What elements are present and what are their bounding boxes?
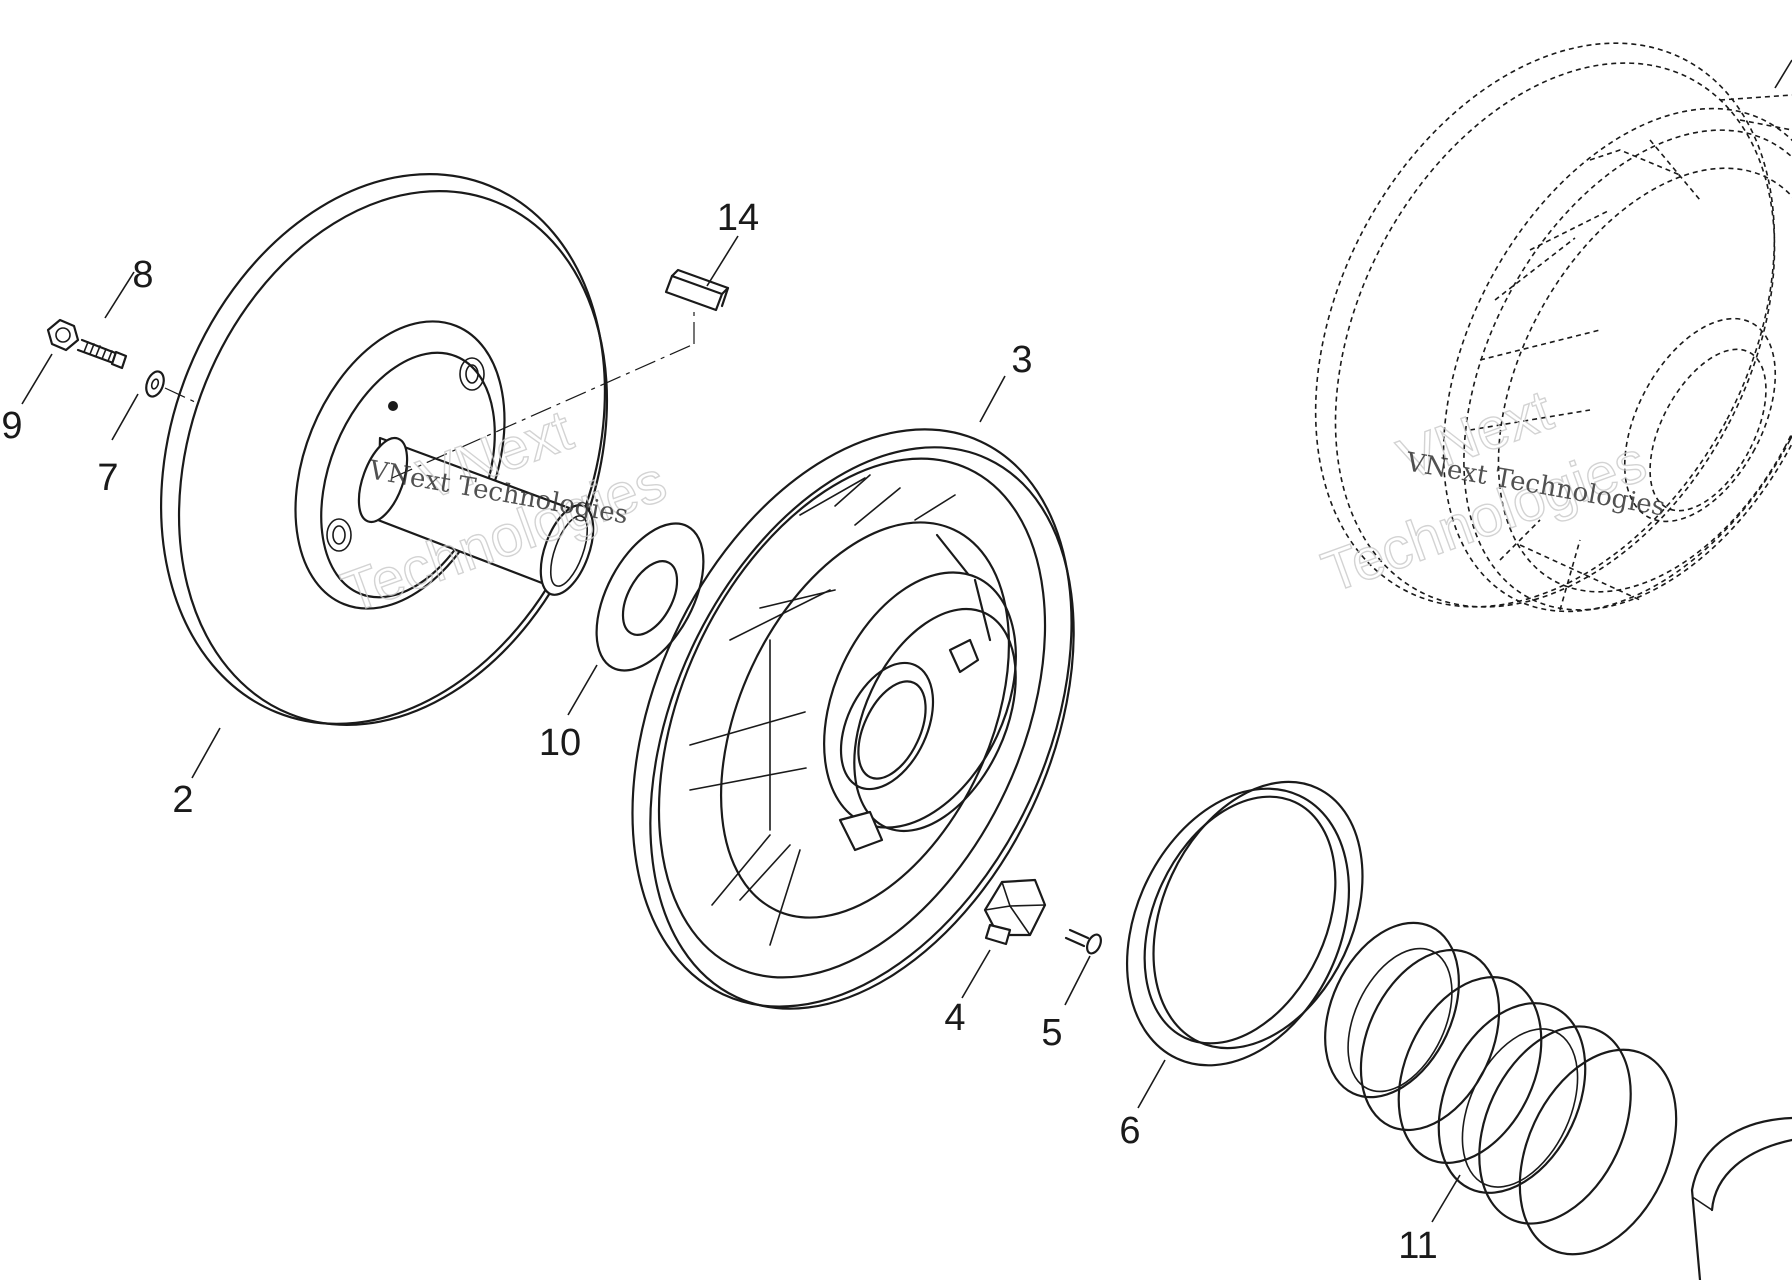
callout-11: 11 xyxy=(1398,1225,1437,1267)
part-8-bolt xyxy=(76,338,128,370)
part-4-slider-shoe xyxy=(983,878,1047,946)
callout-10: 10 xyxy=(539,722,581,764)
part-5-screw xyxy=(1064,928,1102,955)
leader-lines xyxy=(21,235,1461,1223)
part-2-fixed-sheave xyxy=(160,173,695,726)
part-11-spring xyxy=(1324,921,1678,1256)
part-10-washer xyxy=(595,522,705,672)
callout-2: 2 xyxy=(172,779,193,821)
callout-numbers: 8 9 7 2 10 14 3 4 5 6 11 xyxy=(1,197,1437,1267)
callout-14: 14 xyxy=(717,197,759,239)
part-14-key xyxy=(664,268,730,312)
part-9-nut xyxy=(46,318,80,352)
assembled-clutch-phantom xyxy=(1314,42,1792,613)
callout-8: 8 xyxy=(132,254,153,296)
part-3-movable-sheave xyxy=(631,428,1075,1010)
callout-6: 6 xyxy=(1119,1110,1140,1152)
partial-cover-part xyxy=(1690,1116,1792,1280)
callout-7: 7 xyxy=(97,457,118,499)
part-6-ring xyxy=(1125,780,1364,1067)
callout-9: 9 xyxy=(1,405,22,447)
part-7-washer xyxy=(145,370,196,403)
callout-3: 3 xyxy=(1011,339,1032,381)
callout-4: 4 xyxy=(944,997,965,1039)
callout-5: 5 xyxy=(1041,1012,1062,1054)
